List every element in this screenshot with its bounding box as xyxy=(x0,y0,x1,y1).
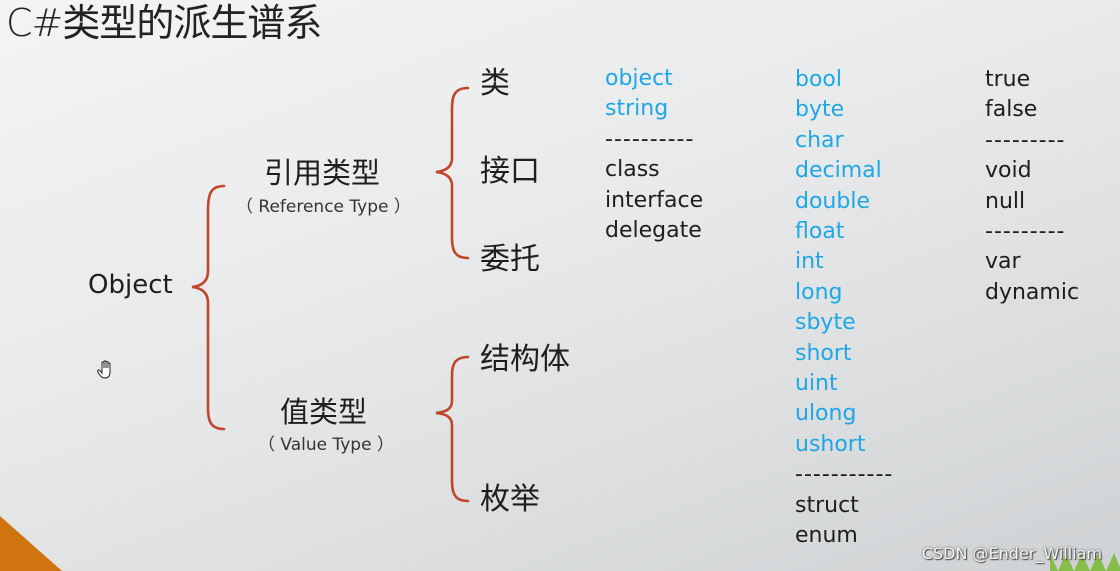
corner-accent-decoration xyxy=(0,516,62,571)
leaf-interface: 接口 xyxy=(480,154,540,189)
keyword-char: char xyxy=(795,127,844,153)
watermark: CSDN @Ender_William xyxy=(921,544,1102,563)
reference-keywords-column: object string ---------- class interface… xyxy=(605,64,703,246)
leaf-enum: 枚举 xyxy=(480,482,540,517)
reference-brace-icon xyxy=(435,86,470,260)
leaf-delegate: 委托 xyxy=(480,242,540,277)
keyword-decimal: decimal xyxy=(795,158,882,184)
branch-value-type-cn: 值类型 xyxy=(280,395,368,429)
keyword-true: true xyxy=(985,67,1031,92)
keyword-short: short xyxy=(795,340,852,366)
other-keywords-column: true false --------- void null ---------… xyxy=(985,65,1079,308)
leaf-struct: 结构体 xyxy=(480,342,570,377)
green-wave-decoration-icon xyxy=(1050,553,1120,571)
keyword-byte: byte xyxy=(795,97,845,123)
keyword-void: void xyxy=(985,158,1032,184)
keyword-false: false xyxy=(985,97,1038,123)
keyword-struct: struct xyxy=(795,492,859,518)
keyword-int: int xyxy=(795,249,824,275)
separator: ----------- xyxy=(795,462,894,488)
branch-value-type-en: （ Value Type ） xyxy=(258,435,394,455)
keyword-dynamic: dynamic xyxy=(985,279,1080,305)
keyword-interface: interface xyxy=(605,187,704,213)
branch-reference-type-cn: 引用类型 xyxy=(264,156,381,190)
root-node-object: Object xyxy=(88,270,173,300)
keyword-double: double xyxy=(795,188,870,214)
keyword-delegate: delegate xyxy=(605,218,702,244)
separator: --------- xyxy=(985,127,1066,153)
root-brace-icon xyxy=(191,184,226,431)
leaf-class: 类 xyxy=(480,66,510,101)
value-brace-icon xyxy=(435,355,470,503)
keyword-uint: uint xyxy=(795,371,838,397)
separator: --------- xyxy=(985,219,1066,245)
keyword-long: long xyxy=(795,279,843,305)
keyword-bool: bool xyxy=(795,67,842,92)
keyword-class: class xyxy=(605,157,660,183)
keyword-null: null xyxy=(985,188,1026,214)
separator: ---------- xyxy=(605,126,695,152)
branch-reference-type-en: （ Reference Type ） xyxy=(236,197,411,217)
keyword-sbyte: sbyte xyxy=(795,310,856,336)
keyword-float: float xyxy=(795,219,845,245)
keyword-ulong: ulong xyxy=(795,401,857,427)
hand-cursor-icon xyxy=(97,360,111,379)
keyword-object: object xyxy=(605,66,673,91)
keyword-var: var xyxy=(985,249,1021,275)
keyword-ushort: ushort xyxy=(795,431,866,457)
value-keywords-column: bool byte char decimal double float int … xyxy=(795,65,893,552)
keyword-enum: enum xyxy=(795,523,858,549)
slide-title: C#类型的派生谱系 xyxy=(6,1,322,45)
keyword-string: string xyxy=(605,96,669,122)
